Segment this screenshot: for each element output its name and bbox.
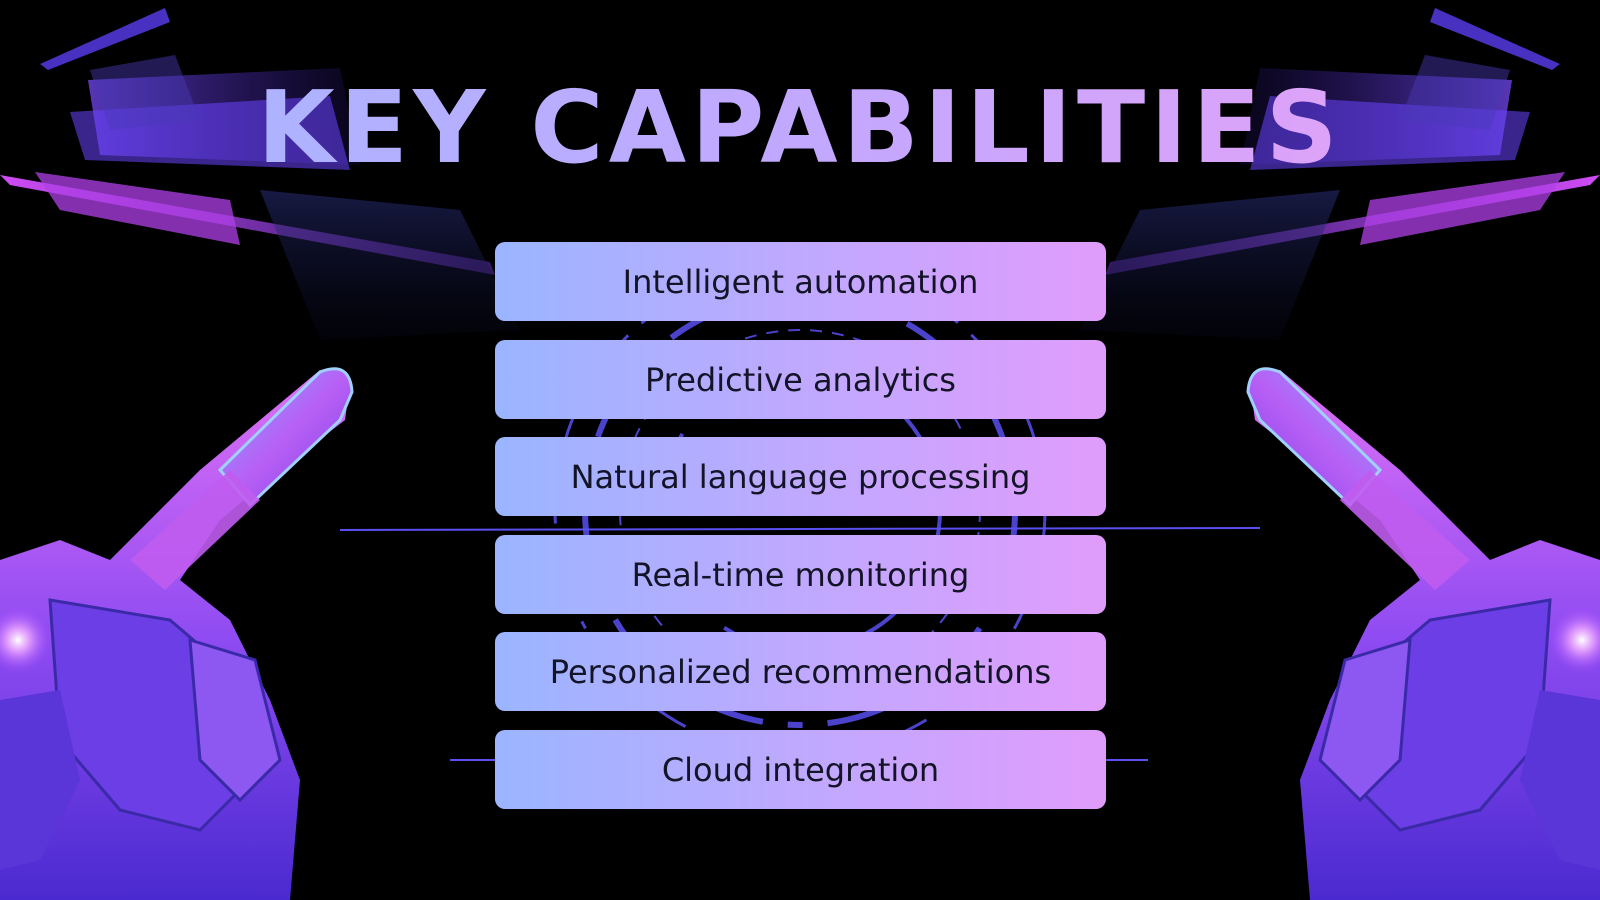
slide-title: KEY CAPABILITIES (0, 78, 1600, 178)
capability-card-cloud-integration: Cloud integration (495, 730, 1106, 809)
capability-card-personalized-recommendations: Personalized recommendations (495, 632, 1106, 711)
robot-hand-icon (1246, 367, 1600, 900)
capability-label: Cloud integration (661, 750, 940, 789)
capability-card-intelligent-automation: Intelligent automation (495, 242, 1106, 321)
capability-label: Predictive analytics (645, 360, 956, 399)
capability-label: Natural language processing (570, 457, 1031, 496)
capability-card-real-time-monitoring: Real-time monitoring (495, 535, 1106, 614)
robot-hand-icon (0, 367, 354, 900)
capability-label: Intelligent automation (622, 262, 979, 301)
capability-card-natural-language-processing: Natural language processing (495, 437, 1106, 516)
capability-card-predictive-analytics: Predictive analytics (495, 340, 1106, 419)
capability-label: Personalized recommendations (549, 652, 1052, 691)
capability-label: Real-time monitoring (631, 555, 970, 594)
